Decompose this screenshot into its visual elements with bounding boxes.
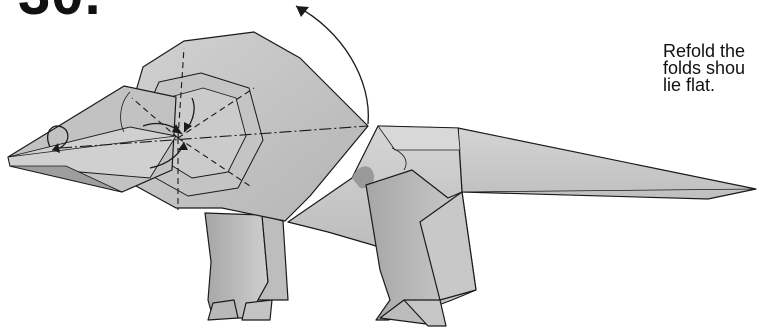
tail <box>458 128 756 199</box>
